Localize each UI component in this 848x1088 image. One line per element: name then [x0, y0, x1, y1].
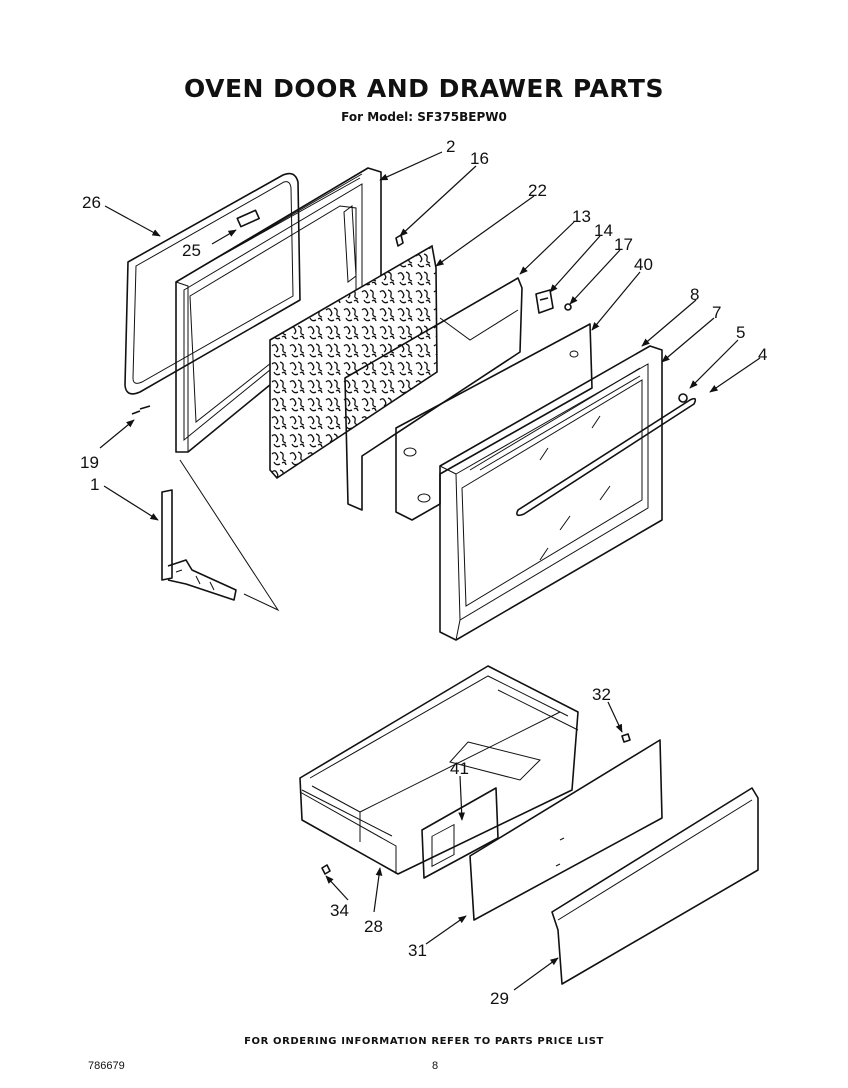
callout-40: 40 [634, 255, 653, 274]
callout-29: 29 [490, 989, 509, 1008]
door-gasket [124, 172, 301, 395]
drawer-front-panel [469, 739, 663, 921]
callout-34: 34 [330, 901, 349, 920]
hinge-receptacle [535, 289, 554, 314]
screw-16 [395, 234, 404, 247]
callout-28: 28 [364, 917, 383, 936]
callout-5: 5 [736, 323, 745, 342]
door-outer-frame [175, 167, 382, 453]
callout-1: 1 [90, 475, 99, 494]
callout-26: 26 [82, 193, 101, 212]
door-hinge [161, 489, 237, 601]
callout-32: 32 [592, 685, 611, 704]
document-number: 786679 [88, 1060, 125, 1072]
callout-2: 2 [446, 137, 455, 156]
callout-7: 7 [712, 303, 721, 322]
callout-31: 31 [408, 941, 427, 960]
model-subtitle: For Model: SF375BEPW0 [341, 110, 507, 124]
drawer-trim [551, 787, 759, 985]
leader-lines [99, 151, 761, 991]
door-handle [516, 393, 697, 517]
page-title: OVEN DOOR AND DRAWER PARTS [184, 74, 664, 103]
screw-34 [321, 864, 331, 875]
callout-22: 22 [528, 181, 547, 200]
callout-25: 25 [182, 241, 201, 260]
drawer-body [299, 665, 579, 875]
callout-41: 41 [450, 759, 469, 778]
ordering-footer-note: FOR ORDERING INFORMATION REFER TO PARTS … [244, 1036, 604, 1047]
latch-bracket [236, 209, 260, 228]
callout-16: 16 [470, 149, 489, 168]
page-number: 8 [432, 1060, 439, 1072]
callout-17: 17 [614, 235, 633, 254]
screw-32 [621, 733, 631, 743]
door-insulation [269, 244, 438, 480]
callout-4: 4 [758, 345, 767, 364]
callout-14: 14 [594, 221, 613, 240]
callout-19: 19 [80, 453, 99, 472]
screw-17 [564, 303, 572, 311]
door-window-frame [439, 345, 663, 641]
callout-13: 13 [572, 207, 591, 226]
drawer-handle-bracket [421, 787, 499, 879]
callout-8: 8 [690, 285, 699, 304]
screw-19 [131, 405, 151, 415]
